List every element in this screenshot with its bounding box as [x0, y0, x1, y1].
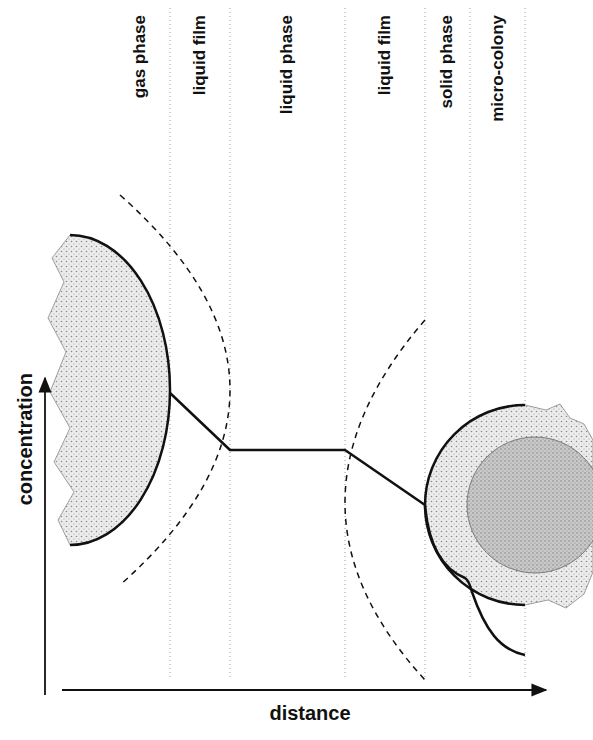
phase-label: liquid phase: [278, 15, 297, 114]
axis-label: concentration: [14, 373, 36, 505]
solid-interface: [425, 405, 525, 605]
x-axis: [62, 689, 546, 691]
boundary-layer-arc: [120, 195, 230, 585]
boundary-layer-arc: [345, 320, 425, 680]
phase-label: liquid film: [376, 15, 395, 95]
phase-label: micro-colony: [489, 15, 508, 122]
axis-label: distance: [269, 702, 350, 724]
gas-bubble: [48, 235, 170, 545]
phase-label: liquid film: [191, 15, 210, 95]
concentration-profile: [170, 393, 525, 655]
gas-interface: [70, 235, 170, 545]
colony-core: [467, 437, 593, 573]
y-axis: [44, 378, 46, 695]
phase-label: gas phase: [131, 15, 150, 98]
phase-label: solid phase: [438, 15, 457, 109]
